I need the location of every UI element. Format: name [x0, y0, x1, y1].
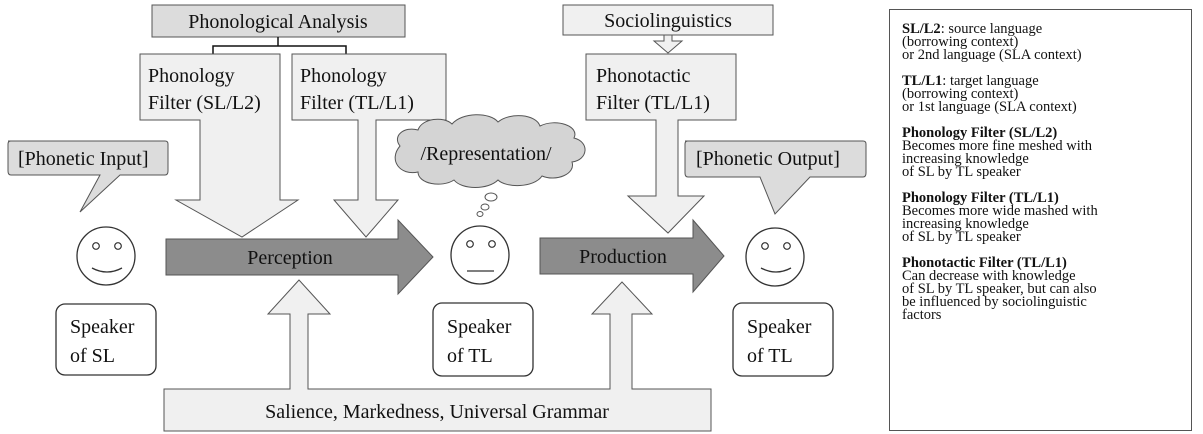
legend-text: factors [902, 307, 942, 323]
phonotactic-line2: Filter (TL/L1) [596, 92, 710, 114]
legend-text: of SL by TL speaker [902, 164, 1021, 180]
analysis-bracket [212, 37, 347, 54]
legend-term: SL/L2 [902, 21, 941, 37]
legend-entry-phonology-filter-sl: Phonology Filter (SL/L2) Becomes more fi… [902, 125, 1181, 180]
phonetic-output-bubble [684, 140, 867, 215]
phonetic-output-label: [Phonetic Output] [696, 148, 840, 170]
bottom-influence-box [163, 279, 712, 432]
speaker-tl-right-line1: Speaker [747, 316, 812, 338]
legend-entry-sl-l2: SL/L2: source language (borrowing contex… [902, 21, 1181, 63]
bottom-box-label: Salience, Markedness, Universal Grammar [265, 401, 609, 423]
speaker-tl-right-box [732, 302, 834, 377]
legend-text: Can decrease with knowledge [902, 268, 1076, 284]
legend-entry-phonology-filter-tl: Phonology Filter (TL/L1) Becomes more wi… [902, 190, 1181, 245]
perception-label: Perception [247, 247, 333, 269]
legend-term: TL/L1 [902, 73, 943, 89]
speaker-tl-mid-box [432, 302, 534, 377]
speaker-sl-line2: of SL [70, 345, 115, 367]
speaker-sl-face [76, 226, 136, 286]
legend-text: Becomes more fine meshed with [902, 138, 1093, 154]
production-label: Production [579, 246, 667, 268]
speaker-tl-mid-line2: of TL [447, 345, 493, 367]
phonotactic-arrow [585, 53, 737, 234]
legend-text: : target language [942, 73, 1039, 89]
legend-panel: SL/L2: source language (borrowing contex… [889, 9, 1192, 431]
legend-text: : source language [940, 21, 1043, 37]
phonetic-input-label: [Phonetic Input] [18, 148, 149, 170]
thought-dot-small [476, 211, 484, 217]
filter-sl-arrow [139, 53, 300, 238]
filter-tl-arrow [291, 53, 447, 238]
sociolinguistics-arrow [652, 34, 684, 54]
filter-tl-line2: Filter (TL/L1) [300, 92, 414, 114]
filter-sl-line2: Filter (SL/L2) [148, 92, 261, 114]
legend-text: Becomes more wide mashed with [902, 203, 1098, 219]
filter-sl-line1: Phonology [148, 65, 235, 87]
production-arrow [539, 218, 725, 294]
phonotactic-line1: Phonotactic [596, 65, 691, 87]
legend-text: increasing knowledge [902, 151, 1029, 167]
thought-dot-large [484, 192, 498, 202]
thought-dot-medium [480, 203, 490, 211]
speaker-sl-line1: Speaker [70, 316, 135, 338]
legend-text: be influenced by sociolinguistic [902, 294, 1087, 310]
legend-term: Phonology Filter (SL/L2) [902, 125, 1058, 141]
diagram-canvas: Phonological Analysis Sociolinguistics P… [7, 4, 867, 432]
representation-label: /Representation/ [420, 143, 552, 165]
speaker-tl-neutral-face [450, 225, 510, 285]
legend-text: or 2nd language (SLA context) [902, 47, 1082, 63]
legend-term: Phonotactic Filter (TL/L1) [902, 255, 1067, 271]
legend-entry-phonotactic-filter: Phonotactic Filter (TL/L1) Can decrease … [902, 255, 1181, 323]
speaker-tl-smile-face [745, 227, 805, 287]
representation-cloud [394, 114, 586, 188]
phonological-analysis-box [151, 4, 406, 38]
filter-tl-line1: Phonology [300, 65, 387, 87]
phonological-analysis-label: Phonological Analysis [188, 11, 368, 33]
sociolinguistics-box [562, 4, 774, 36]
legend-term: Phonology Filter (TL/L1) [902, 190, 1059, 206]
speaker-sl-box [55, 303, 157, 376]
legend-text: increasing knowledge [902, 216, 1029, 232]
perception-arrow [165, 218, 434, 296]
legend-text: (borrowing context) [902, 34, 1019, 50]
speaker-tl-right-line2: of TL [747, 345, 793, 367]
legend-text: or 1st language (SLA context) [902, 99, 1077, 115]
legend-text: of SL by TL speaker, but can also [902, 281, 1097, 297]
speaker-tl-mid-line1: Speaker [447, 316, 512, 338]
phonetic-input-bubble [7, 140, 169, 213]
legend-text: of SL by TL speaker [902, 229, 1021, 245]
sociolinguistics-label: Sociolinguistics [604, 10, 732, 32]
legend-text: (borrowing context) [902, 86, 1019, 102]
legend-entry-tl-l1: TL/L1: target language (borrowing contex… [902, 73, 1181, 115]
